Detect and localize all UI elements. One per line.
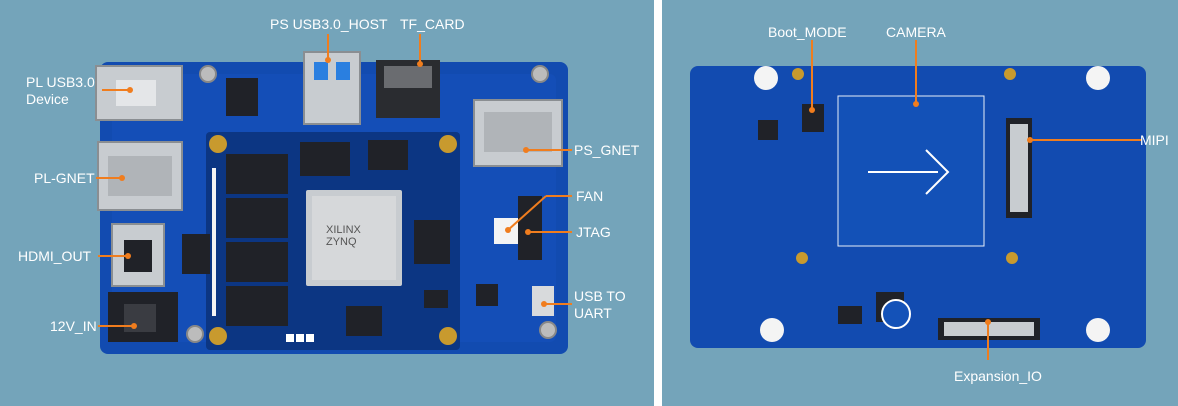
mipi-label: MIPI	[1140, 132, 1169, 148]
board-bottom-photo	[662, 0, 1178, 406]
pl-gnet-label: PL-GNET	[34, 170, 95, 186]
hdmi-out-label: HDMI_OUT	[18, 248, 92, 264]
jtag-label: JTAG	[576, 224, 611, 240]
ps-usb-host-label: PS USB3.0_HOST	[270, 16, 388, 32]
camera-label: CAMERA	[886, 24, 946, 40]
expansion-io-label: Expansion_IO	[954, 368, 1042, 384]
board-top-photo	[0, 0, 654, 406]
usb-uart-label: USB TO UART	[574, 288, 626, 321]
ps-gnet-label: PS_GNET	[574, 142, 640, 158]
power-in-label: 12V_IN	[50, 318, 97, 334]
boot-mode-label: Boot_MODE	[768, 24, 847, 40]
pl-usb-device-label: PL USB3.0 Device	[26, 74, 95, 107]
fan-label: FAN	[576, 188, 604, 204]
board-top-panel: PS USB3.0_HOST TF_CARD PL USB3.0 Device …	[0, 0, 654, 406]
zynq-chip-marking: XILINX ZYNQ	[326, 224, 361, 248]
board-bottom-panel: Boot_MODE CAMERA MIPI Expansion_IO	[662, 0, 1178, 406]
tf-card-label: TF_CARD	[400, 16, 465, 32]
